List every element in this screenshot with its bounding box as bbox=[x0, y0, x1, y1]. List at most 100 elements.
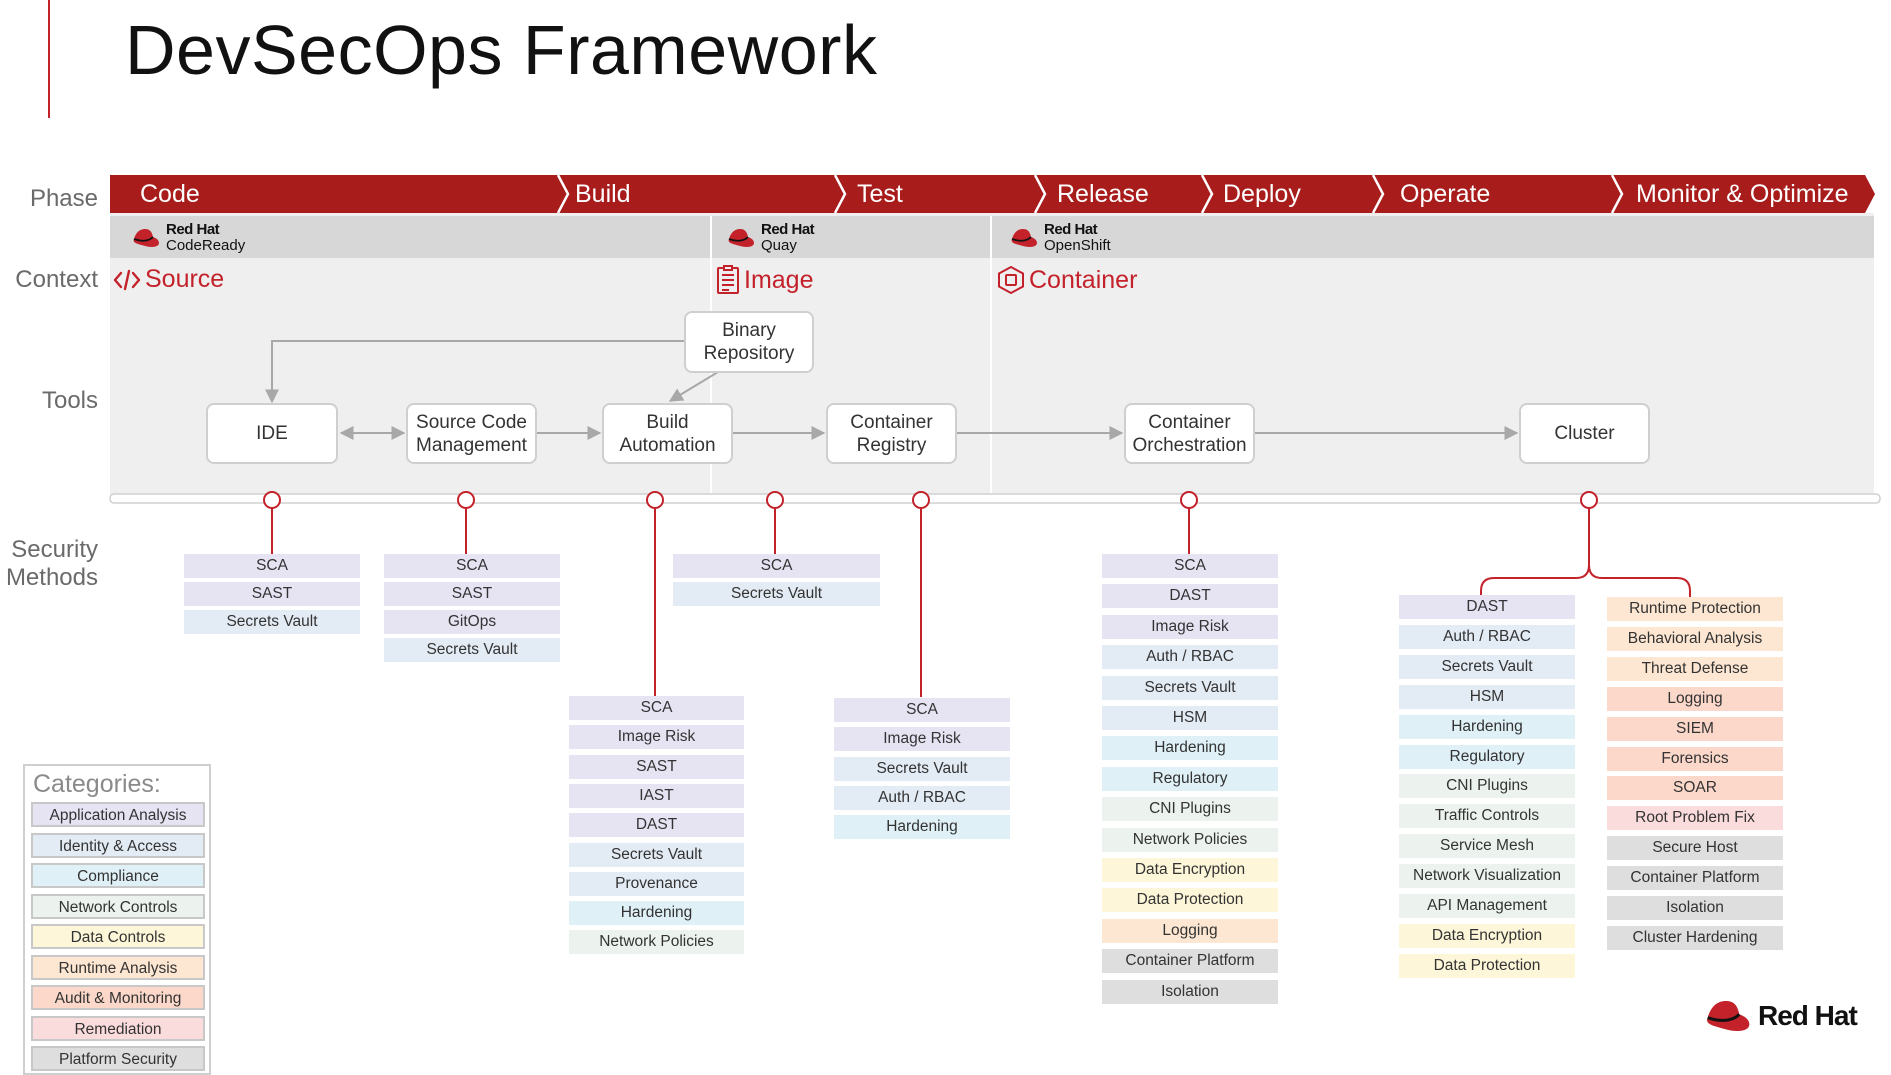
security-method-build: Secrets Vault bbox=[569, 843, 744, 867]
security-method-cluster-left: Auth / RBAC bbox=[1399, 625, 1575, 649]
security-method-cluster-right: SOAR bbox=[1607, 776, 1783, 800]
security-method-cluster-right: Behavioral Analysis bbox=[1607, 627, 1783, 651]
product-openshift-brand: Red Hat bbox=[1044, 221, 1098, 238]
tool-scm-line2: Management bbox=[416, 434, 527, 456]
legend-title: Categories: bbox=[33, 770, 161, 798]
security-method-orchestration: Regulatory bbox=[1102, 767, 1278, 791]
security-method-cluster-right: Secure Host bbox=[1607, 836, 1783, 860]
product-codeready-name: CodeReady bbox=[166, 237, 246, 254]
security-method-ide: SAST bbox=[184, 582, 360, 606]
tool-ide-label: IDE bbox=[256, 423, 288, 444]
tool-binary-repository-line1: Binary bbox=[722, 320, 776, 341]
cluster-security-bracket bbox=[1480, 508, 1691, 599]
security-method-cluster-left: DAST bbox=[1399, 595, 1575, 619]
security-method-cluster-left: CNI Plugins bbox=[1399, 774, 1575, 798]
phase-operate: Operate bbox=[1400, 180, 1491, 208]
security-method-registry: Secrets Vault bbox=[834, 757, 1010, 781]
context-container: Container bbox=[997, 265, 1137, 295]
code-icon bbox=[113, 268, 141, 292]
security-method-scm: Secrets Vault bbox=[384, 638, 560, 662]
tools-row-label: Tools bbox=[41, 387, 98, 414]
product-codeready-brand: Red Hat bbox=[166, 221, 220, 238]
title-accent-bar bbox=[48, 0, 50, 118]
security-method-orchestration: Data Protection bbox=[1102, 888, 1278, 912]
context-separator-2 bbox=[990, 216, 992, 496]
security-method-ide: Secrets Vault bbox=[184, 610, 360, 634]
red-hat-logo-icon bbox=[728, 229, 754, 247]
security-method-orchestration: Isolation bbox=[1102, 980, 1278, 1004]
context-container-label: Container bbox=[1029, 265, 1138, 294]
product-openshift-name: OpenShift bbox=[1044, 237, 1111, 254]
security-method-orchestration: Logging bbox=[1102, 919, 1278, 943]
security-method-registry: Hardening bbox=[834, 815, 1010, 839]
security-method-cluster-right: SIEM bbox=[1607, 717, 1783, 741]
tool-scm-line1: Source Code bbox=[416, 411, 527, 433]
product-strip bbox=[110, 216, 1874, 258]
security-method-cluster-left: Traffic Controls bbox=[1399, 804, 1575, 828]
security-method-build: IAST bbox=[569, 784, 744, 808]
legend-item-remediation: Remediation bbox=[31, 1015, 205, 1041]
security-method-cluster-right: Forensics bbox=[1607, 747, 1783, 771]
phase-test: Test bbox=[857, 180, 903, 208]
security-method-orchestration: Auth / RBAC bbox=[1102, 645, 1278, 669]
phase-deploy: Deploy bbox=[1223, 180, 1301, 208]
security-method-cluster-left: Hardening bbox=[1399, 715, 1575, 739]
phase-chevron-build bbox=[556, 175, 570, 213]
legend-item-application-analysis: Application Analysis bbox=[31, 802, 205, 827]
security-method-cluster-left: Regulatory bbox=[1399, 745, 1575, 769]
red-hat-logo-icon bbox=[1707, 1001, 1750, 1031]
legend-item-compliance: Compliance bbox=[31, 863, 205, 888]
security-method-build: Hardening bbox=[569, 901, 744, 925]
tool-build-automation-line1: Build bbox=[646, 411, 689, 433]
security-method-scm: SAST bbox=[384, 582, 560, 606]
context-source-label: Source bbox=[145, 265, 225, 293]
security-method-cluster-left: Data Protection bbox=[1399, 954, 1575, 978]
security-method-cluster-right: Isolation bbox=[1607, 896, 1783, 920]
page-title: DevSecOps Framework bbox=[125, 11, 878, 89]
security-method-scm: GitOps bbox=[384, 610, 560, 634]
security-method-cluster-right: Root Problem Fix bbox=[1607, 806, 1783, 830]
phase-row-label: Phase bbox=[29, 185, 98, 212]
tool-ide[interactable]: IDE bbox=[206, 403, 338, 464]
legend-item-runtime-analysis: Runtime Analysis bbox=[31, 954, 205, 980]
security-method-cluster-right: Logging bbox=[1607, 687, 1783, 711]
red-hat-logo-icon bbox=[133, 229, 159, 247]
security-method-cluster-left: Data Encryption bbox=[1399, 924, 1575, 948]
tool-binary-repository-line2: Repository bbox=[703, 343, 795, 364]
security-label-line1: Security bbox=[11, 536, 98, 563]
context-row-label: Context bbox=[15, 266, 98, 293]
tool-container-registry-line2: Registry bbox=[856, 434, 927, 456]
product-quay-brand: Red Hat bbox=[761, 221, 815, 238]
security-method-orchestration: Hardening bbox=[1102, 736, 1278, 760]
tool-build-automation-line2: Automation bbox=[619, 434, 716, 456]
security-method-registry: Auth / RBAC bbox=[834, 786, 1010, 810]
security-method-build: SAST bbox=[569, 755, 744, 779]
document-icon bbox=[716, 265, 740, 295]
legend-item-data-controls: Data Controls bbox=[31, 924, 205, 949]
security-method-cluster-right: Runtime Protection bbox=[1607, 597, 1783, 621]
pipeline-rail bbox=[109, 493, 1881, 504]
phase-monitor-optimize: Monitor & Optimize bbox=[1636, 180, 1849, 208]
security-method-cluster-left: Secrets Vault bbox=[1399, 655, 1575, 679]
security-method-image: SCA bbox=[673, 554, 880, 578]
security-method-cluster-right: Threat Defense bbox=[1607, 657, 1783, 681]
security-method-orchestration: Network Policies bbox=[1102, 828, 1278, 852]
red-hat-logo-text: Red Hat bbox=[1758, 1000, 1858, 1031]
security-method-cluster-left: Network Visualization bbox=[1399, 864, 1575, 888]
tool-container-registry-line1: Container bbox=[850, 411, 933, 433]
security-method-registry: Image Risk bbox=[834, 727, 1010, 751]
legend-item-network-controls: Network Controls bbox=[31, 893, 205, 919]
security-methods-row-label: Security Methods bbox=[0, 536, 98, 592]
tool-cluster-label: Cluster bbox=[1554, 423, 1615, 444]
tool-cluster[interactable]: Cluster bbox=[1519, 403, 1650, 464]
phase-chevron-operate bbox=[1371, 175, 1385, 213]
